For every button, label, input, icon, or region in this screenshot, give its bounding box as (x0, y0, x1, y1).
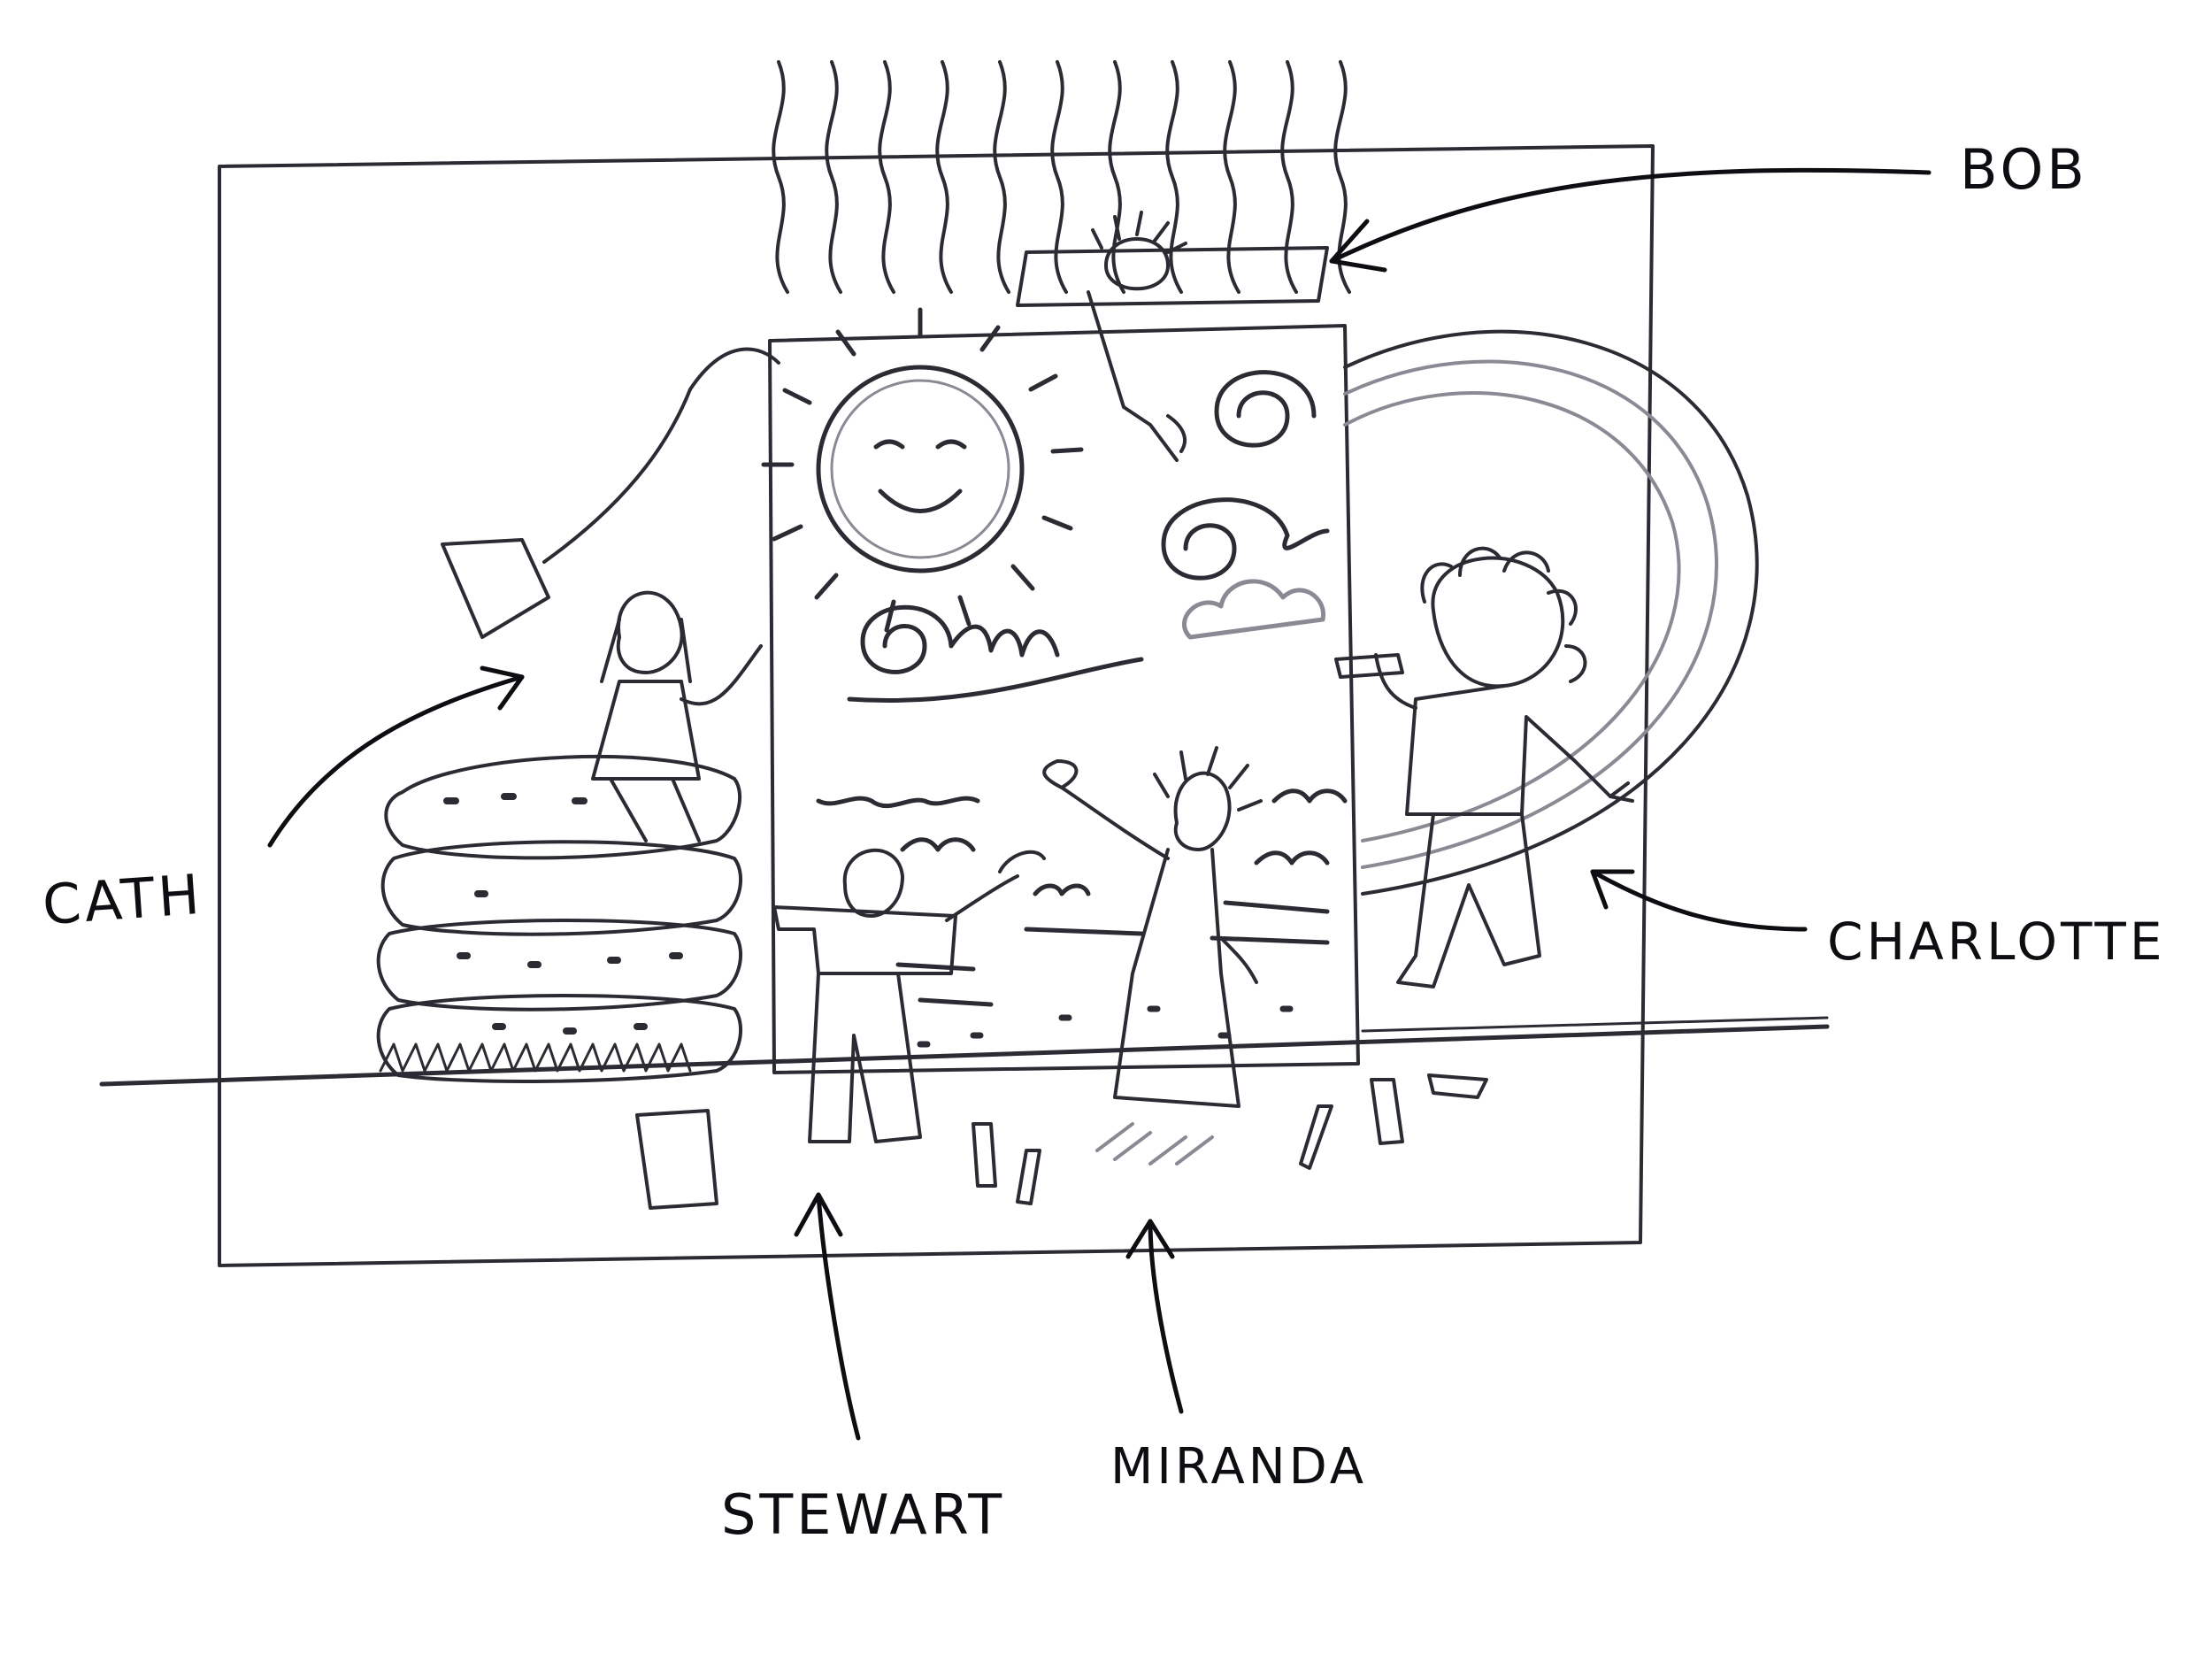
mug-drawing (768, 324, 1829, 1074)
cath-label: CATH (40, 861, 205, 938)
sun-drawing (761, 307, 1084, 633)
charlotte-arrow (1590, 869, 1808, 932)
stewart-figure (772, 848, 1046, 1143)
steam-lines (772, 60, 1351, 294)
miranda-label: MIRANDA (1110, 1438, 1368, 1496)
bob-arrow (1329, 167, 1932, 264)
mattress-stack (376, 755, 743, 1083)
stage-frame (99, 144, 1830, 1267)
swirls-and-waves (816, 370, 1348, 1048)
stewart-arrow (816, 1192, 861, 1441)
stewart-label: STEWART (721, 1482, 1006, 1547)
bob-figure (1016, 211, 1329, 462)
cath-arrow (267, 674, 525, 848)
cath-figure (591, 590, 763, 842)
label-arrows (267, 167, 1932, 1441)
miranda-arrow (1148, 1219, 1184, 1414)
charlotte-label: CHARLOTTE (1827, 912, 2166, 972)
lamp-drawing (441, 347, 780, 639)
charlotte-figure (1334, 546, 1634, 989)
bob-label: BOB (1960, 137, 2088, 202)
miranda-figure (1042, 746, 1263, 1165)
cardboard-scraps (635, 1073, 1488, 1210)
